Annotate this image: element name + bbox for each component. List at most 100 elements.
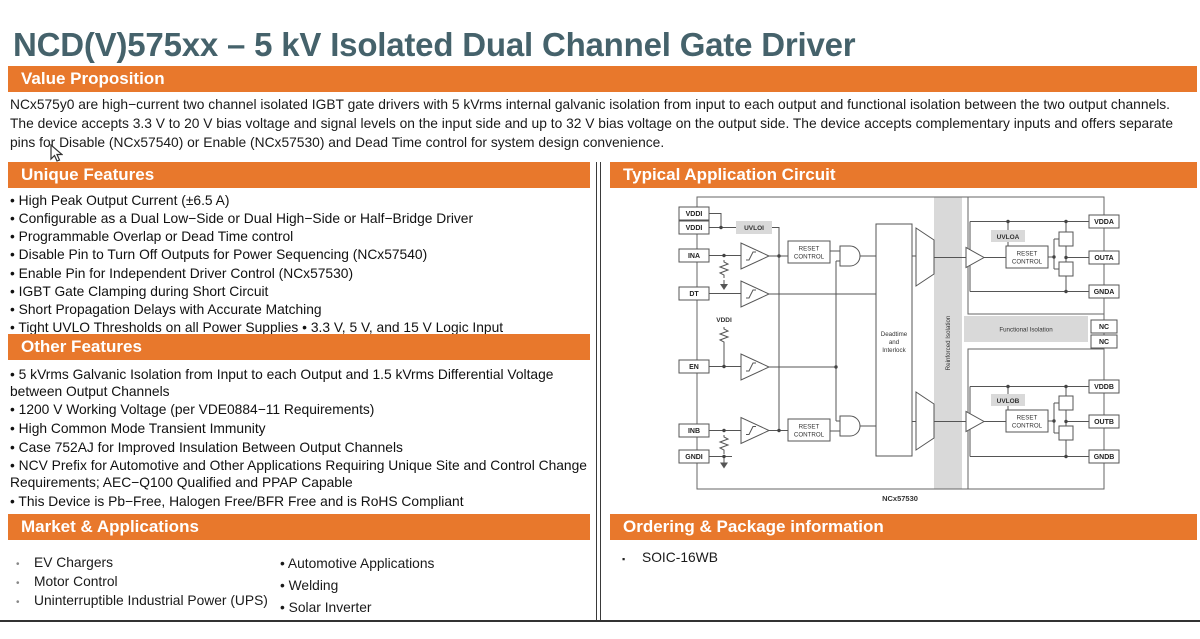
application-circuit-header: Typical Application Circuit xyxy=(610,162,1197,188)
pin-label: VDDI xyxy=(686,211,703,218)
and-gate-icon xyxy=(839,415,861,437)
reset-control-block xyxy=(787,240,831,264)
vddi-pullup-label: VDDI xyxy=(716,317,732,324)
uvlob-label: UVLOB xyxy=(997,398,1020,405)
schmitt-buffer-icon xyxy=(740,280,771,308)
iso-receiver-icon xyxy=(965,410,986,433)
mosfet-icon xyxy=(1058,231,1074,247)
uvloa-label: UVLOA xyxy=(997,234,1020,241)
pin-label: GNDI xyxy=(685,454,703,461)
pin-label: NC xyxy=(1099,339,1109,346)
feature-item: • Tight UVLO Thresholds on all Power Sup… xyxy=(10,319,504,335)
reinforced-isolation-band xyxy=(934,197,962,489)
functional-isolation-band xyxy=(964,316,1088,342)
market-item: • Motor Control xyxy=(16,574,268,589)
feature-item: • Case 752AJ for Improved Insulation Bet… xyxy=(10,439,403,455)
reinforced-isolation-label: Reinforced Isolation xyxy=(945,315,952,370)
unique-features-list: • High Peak Output Current (±6.5 A) • Co… xyxy=(10,193,588,338)
deadtime-interlock-block xyxy=(875,223,913,457)
uvloa-label-bg xyxy=(991,230,1025,242)
pin-en xyxy=(678,359,710,374)
junction-dots xyxy=(719,219,1068,459)
market-item: • Welding xyxy=(280,577,339,593)
pin-label: GNDB xyxy=(1094,454,1115,461)
and-gate-icon xyxy=(839,245,861,267)
reset-control-block xyxy=(1005,245,1049,269)
pin-outb xyxy=(1088,414,1120,429)
mosfet-icon xyxy=(1058,395,1074,411)
mosfet-icon xyxy=(1058,425,1074,441)
feature-item: • This Device is Pb−Free, Halogen Free/B… xyxy=(10,493,464,509)
feature-item: • 1200 V Working Voltage (per VDE0884−11… xyxy=(10,402,375,418)
reset-control-block xyxy=(787,418,831,442)
resistor-icon xyxy=(718,260,730,278)
other-features-list: • 5 kVrms Galvanic Isolation from Input … xyxy=(10,367,588,513)
pin-gndb xyxy=(1088,449,1120,464)
pin-label: VDDA xyxy=(1094,219,1114,226)
feature-item: • NCV Prefix for Automotive and Other Ap… xyxy=(10,458,587,491)
other-features-header: Other Features xyxy=(8,334,590,360)
market-applications-right-list: • Automotive Applications • Welding • So… xyxy=(280,555,434,621)
pin-nc-2 xyxy=(1090,334,1118,349)
unique-features-header: Unique Features xyxy=(8,162,590,188)
feature-item: • Configurable as a Dual Low−Side or Dua… xyxy=(10,211,474,227)
pin-label: OUTB xyxy=(1094,419,1114,426)
market-item: • Uninterruptible Industrial Power (UPS) xyxy=(16,593,268,608)
market-item-label: Uninterruptible Industrial Power (UPS) xyxy=(34,593,268,608)
ground-arrow-icon xyxy=(720,462,728,469)
feature-item: • Programmable Overlap or Dead Time cont… xyxy=(10,229,294,245)
circuit-diagram: VDDI VDDI INA DT EN INB GNDI VDDA OUTA G… xyxy=(676,194,1136,512)
hysteresis-glyph xyxy=(746,362,756,372)
pin-ina xyxy=(678,248,710,263)
pin-inb xyxy=(678,423,710,438)
feature-item: • IGBT Gate Clamping during Short Circui… xyxy=(10,283,269,299)
pin-vdda xyxy=(1088,214,1120,229)
reset-control-label: RESET xyxy=(1017,251,1038,258)
iso-transmitter-icon xyxy=(915,391,935,451)
circuit-caption: NCx57530 xyxy=(882,494,918,503)
ordering-item: ▪ SOIC-16WB xyxy=(622,550,718,565)
pin-label: INA xyxy=(688,253,700,260)
deadtime-label: and xyxy=(889,339,900,346)
pin-vddi-2 xyxy=(678,220,710,235)
market-item-label: EV Chargers xyxy=(34,555,113,570)
pin-label: EN xyxy=(689,364,699,371)
uvlob-label-bg xyxy=(991,394,1025,406)
schmitt-buffer-icon xyxy=(740,242,771,270)
market-applications-header: Market & Applications xyxy=(8,514,590,540)
pin-label: GNDA xyxy=(1094,289,1115,296)
pin-label: DT xyxy=(689,291,699,298)
bullet-icon: ▪ xyxy=(622,554,626,564)
feature-item: • Short Propagation Delays with Accurate… xyxy=(10,301,322,317)
uvloi-label-bg xyxy=(736,221,772,234)
pin-label: OUTA xyxy=(1094,255,1113,262)
market-item: • EV Chargers xyxy=(16,555,268,570)
feature-item: • High Common Mode Transient Immunity xyxy=(10,421,266,437)
pin-outa xyxy=(1088,250,1120,265)
pin-vddb xyxy=(1088,379,1120,394)
functional-isolation-label: Functional Isolation xyxy=(999,327,1053,334)
hysteresis-glyph xyxy=(746,289,756,299)
iso-transmitter-icon xyxy=(915,227,935,287)
market-item: • Automotive Applications xyxy=(280,556,435,571)
market-item-label: Motor Control xyxy=(34,574,118,589)
bottom-rule xyxy=(0,620,1200,622)
mosfet-icon xyxy=(1058,261,1074,277)
column-divider xyxy=(596,162,601,622)
reset-control-block xyxy=(1005,409,1049,433)
reset-control-label: RESET xyxy=(799,424,820,431)
schmitt-buffer-icon xyxy=(740,416,771,445)
feature-item: • Disable Pin to Turn Off Outputs for Po… xyxy=(10,247,428,263)
market-item: • Solar Inverter xyxy=(280,599,372,615)
bullet-icon: • xyxy=(16,559,20,570)
market-applications-left-list: • EV Chargers • Motor Control • Uninterr… xyxy=(16,555,268,612)
reset-control-label: CONTROL xyxy=(794,432,825,439)
hysteresis-glyph xyxy=(746,426,756,435)
hysteresis-glyph xyxy=(746,251,756,261)
pin-label: NC xyxy=(1099,324,1109,331)
circuit-diagram-svg: VDDI VDDI INA DT EN INB GNDI VDDA OUTA G… xyxy=(678,196,1120,503)
pin-label: VDDI xyxy=(686,225,703,232)
reset-control-label: CONTROL xyxy=(1012,259,1043,266)
pin-nc-1 xyxy=(1090,319,1118,334)
uvloi-label: UVLOI xyxy=(744,225,764,232)
